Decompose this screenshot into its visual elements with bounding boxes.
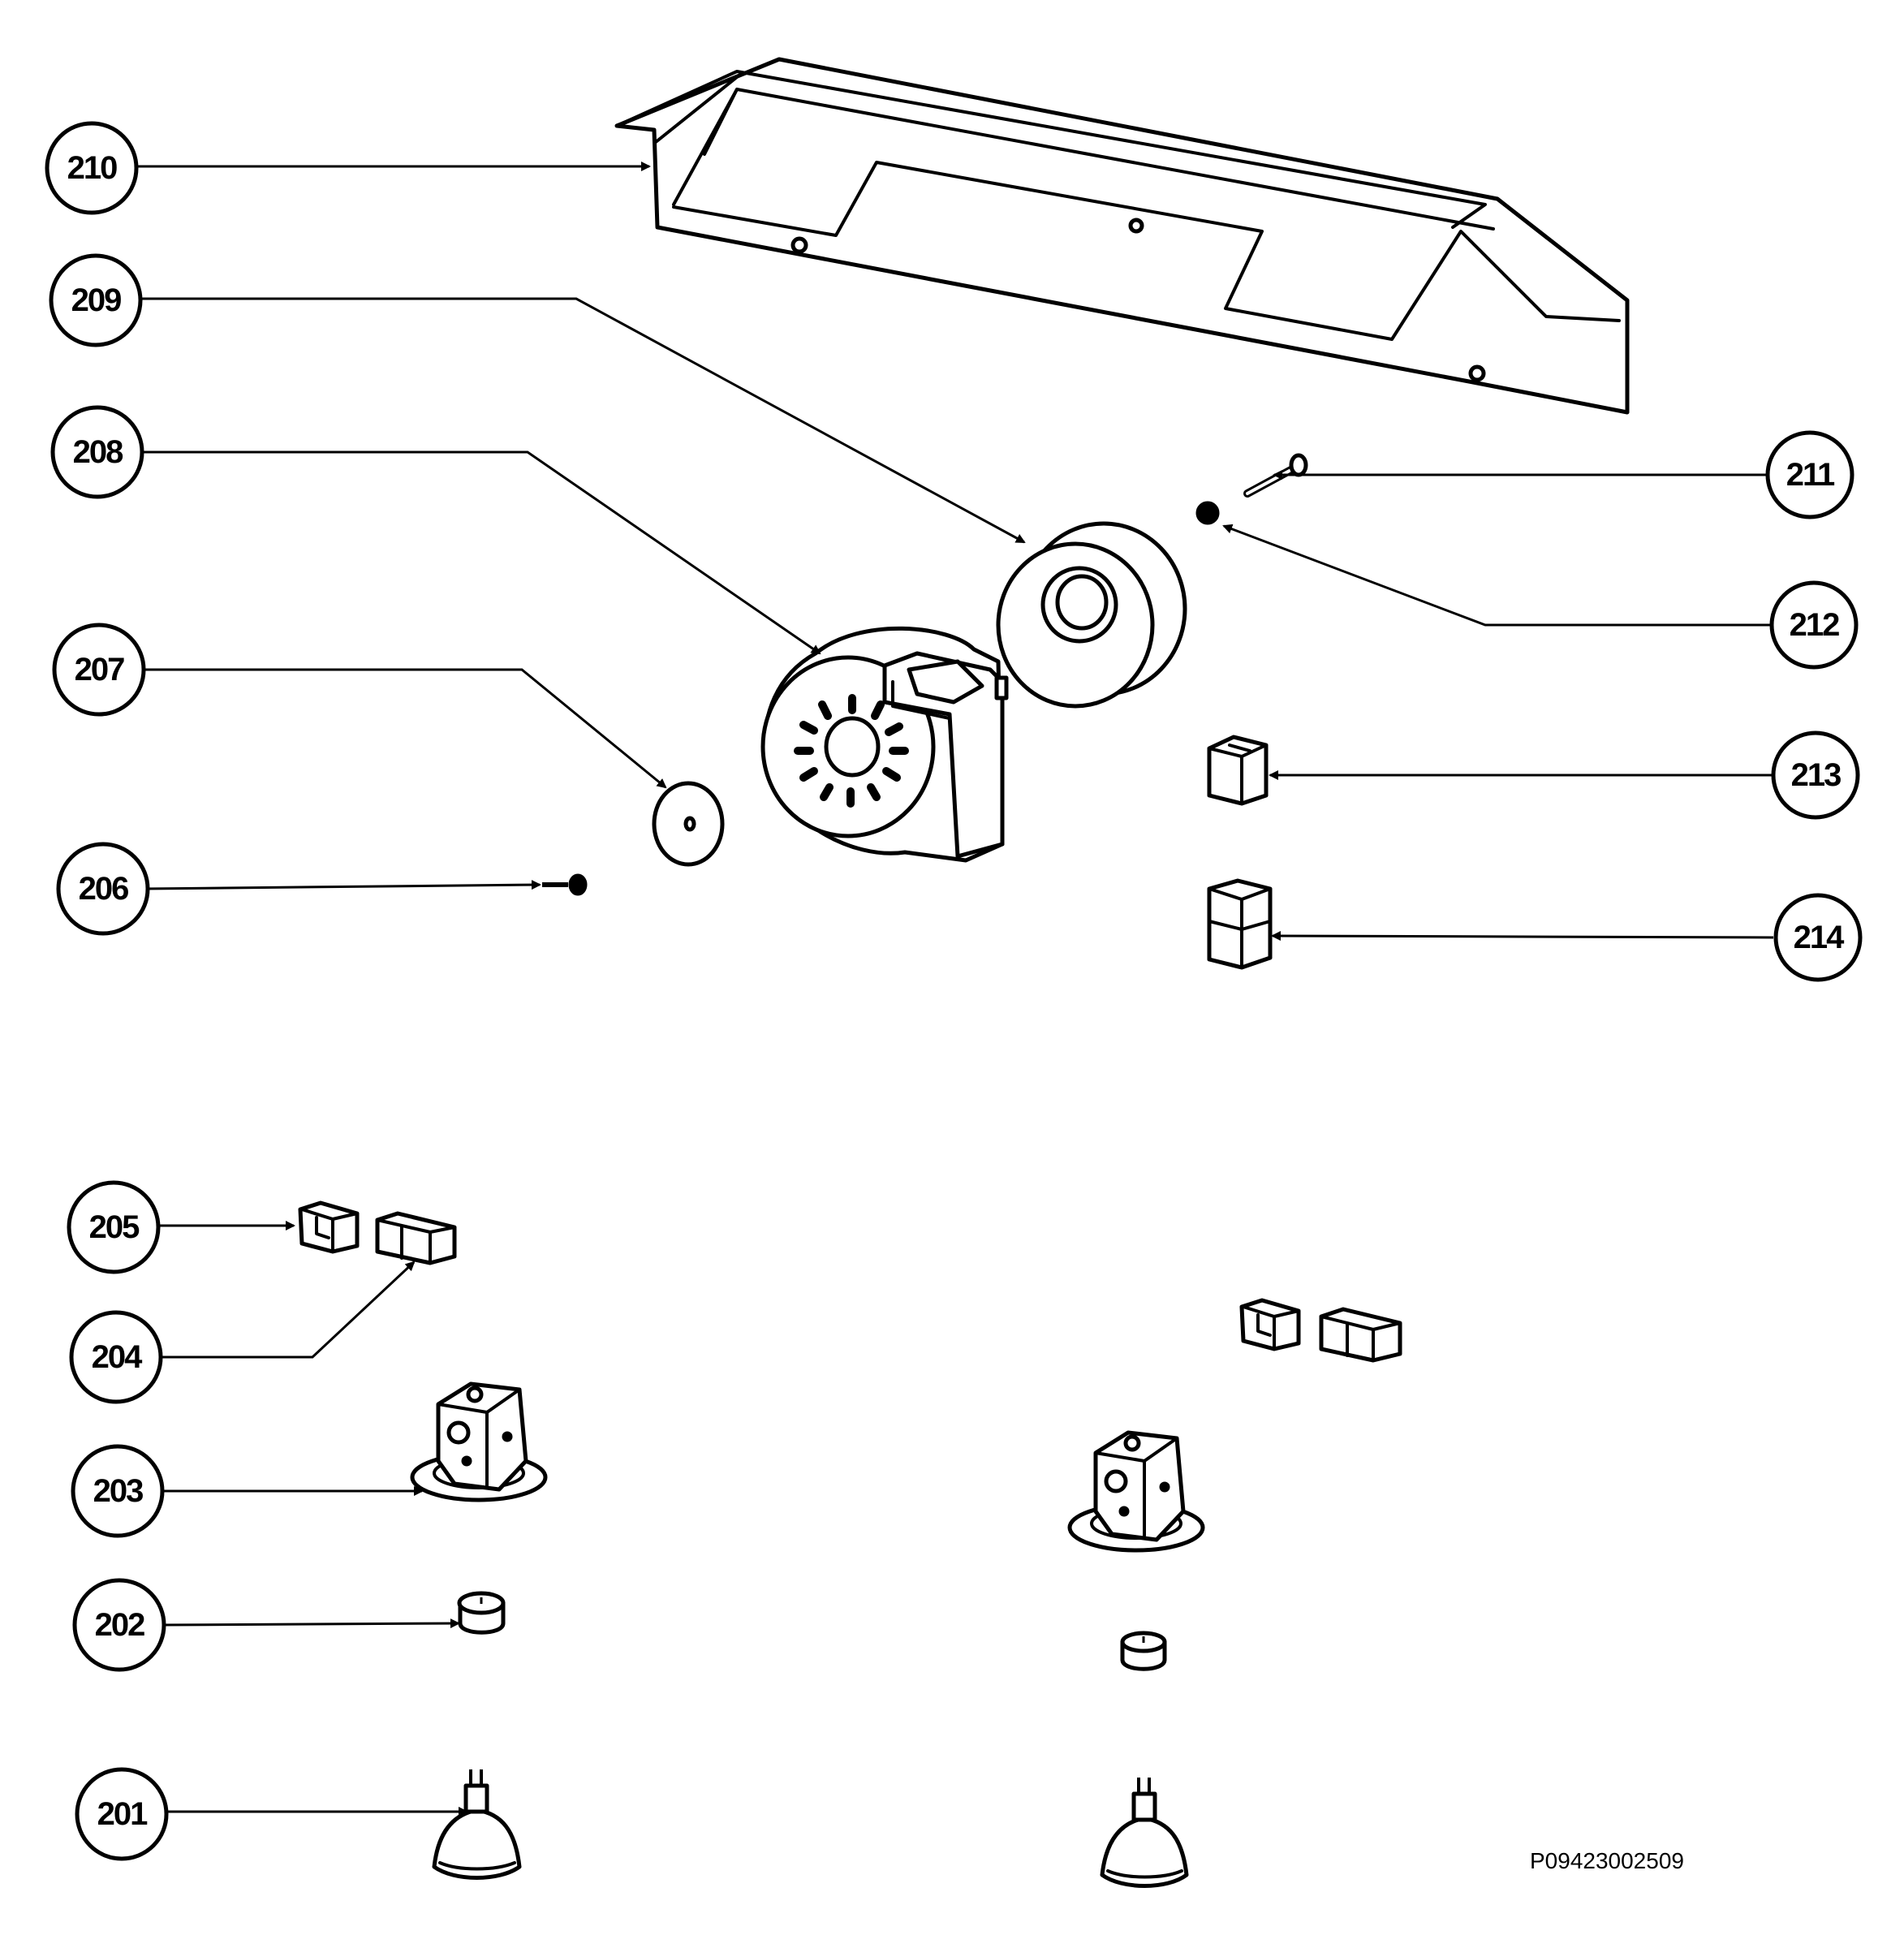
- callout-205: 205: [67, 1180, 161, 1274]
- part-214-connector: [1207, 878, 1273, 970]
- part-203-lamp-holder: [410, 1381, 548, 1502]
- part-207-disc: [652, 781, 725, 867]
- callout-212: 212: [1769, 580, 1859, 670]
- part-209-filter-ring: [996, 521, 1187, 709]
- callout-204: 204: [69, 1310, 163, 1404]
- svg-text:207: 207: [75, 652, 124, 687]
- svg-text:206: 206: [79, 871, 128, 907]
- terminal-pair-right: [1239, 1298, 1402, 1363]
- part-204-terminal: [375, 1211, 457, 1265]
- part-213-connector: [1207, 735, 1269, 806]
- callout-213: 213: [1771, 730, 1860, 820]
- svg-text:202: 202: [95, 1607, 144, 1643]
- callout-208: 208: [50, 405, 144, 499]
- svg-text:203: 203: [93, 1473, 143, 1509]
- svg-text:204: 204: [92, 1339, 143, 1375]
- svg-text:214: 214: [1794, 920, 1845, 955]
- callout-214: 214: [1773, 893, 1863, 982]
- svg-text:211: 211: [1786, 457, 1835, 493]
- callout-209: 209: [49, 253, 143, 347]
- svg-text:212: 212: [1790, 607, 1839, 643]
- part-208-blower-motor: [760, 626, 1009, 863]
- svg-text:213: 213: [1791, 757, 1841, 793]
- part-206-screw: [542, 873, 588, 896]
- part-210-cover-panel: [614, 57, 1630, 415]
- spacer-right: [1120, 1631, 1167, 1671]
- svg-text:205: 205: [89, 1209, 140, 1245]
- callout-203: 203: [71, 1444, 165, 1538]
- part-201-lamp: [432, 1769, 522, 1880]
- svg-text:208: 208: [73, 434, 123, 470]
- svg-text:201: 201: [97, 1796, 148, 1832]
- callout-206: 206: [56, 842, 150, 936]
- lamp-right: [1100, 1778, 1189, 1888]
- leader-lines: [138, 162, 1774, 1817]
- callout-207: 207: [52, 623, 146, 717]
- callout-211: 211: [1765, 430, 1854, 519]
- part-202-spacer: [457, 1591, 506, 1635]
- part-212-nut: [1195, 501, 1220, 525]
- svg-text:209: 209: [71, 282, 121, 318]
- svg-text:210: 210: [67, 150, 117, 186]
- part-205-terminal: [298, 1200, 360, 1254]
- callout-210: 210: [45, 121, 139, 215]
- diagram-code: P09423002509: [1530, 1848, 1684, 1873]
- callout-201: 201: [75, 1767, 169, 1861]
- callout-202: 202: [72, 1578, 166, 1672]
- lamp-holder-right: [1067, 1430, 1205, 1553]
